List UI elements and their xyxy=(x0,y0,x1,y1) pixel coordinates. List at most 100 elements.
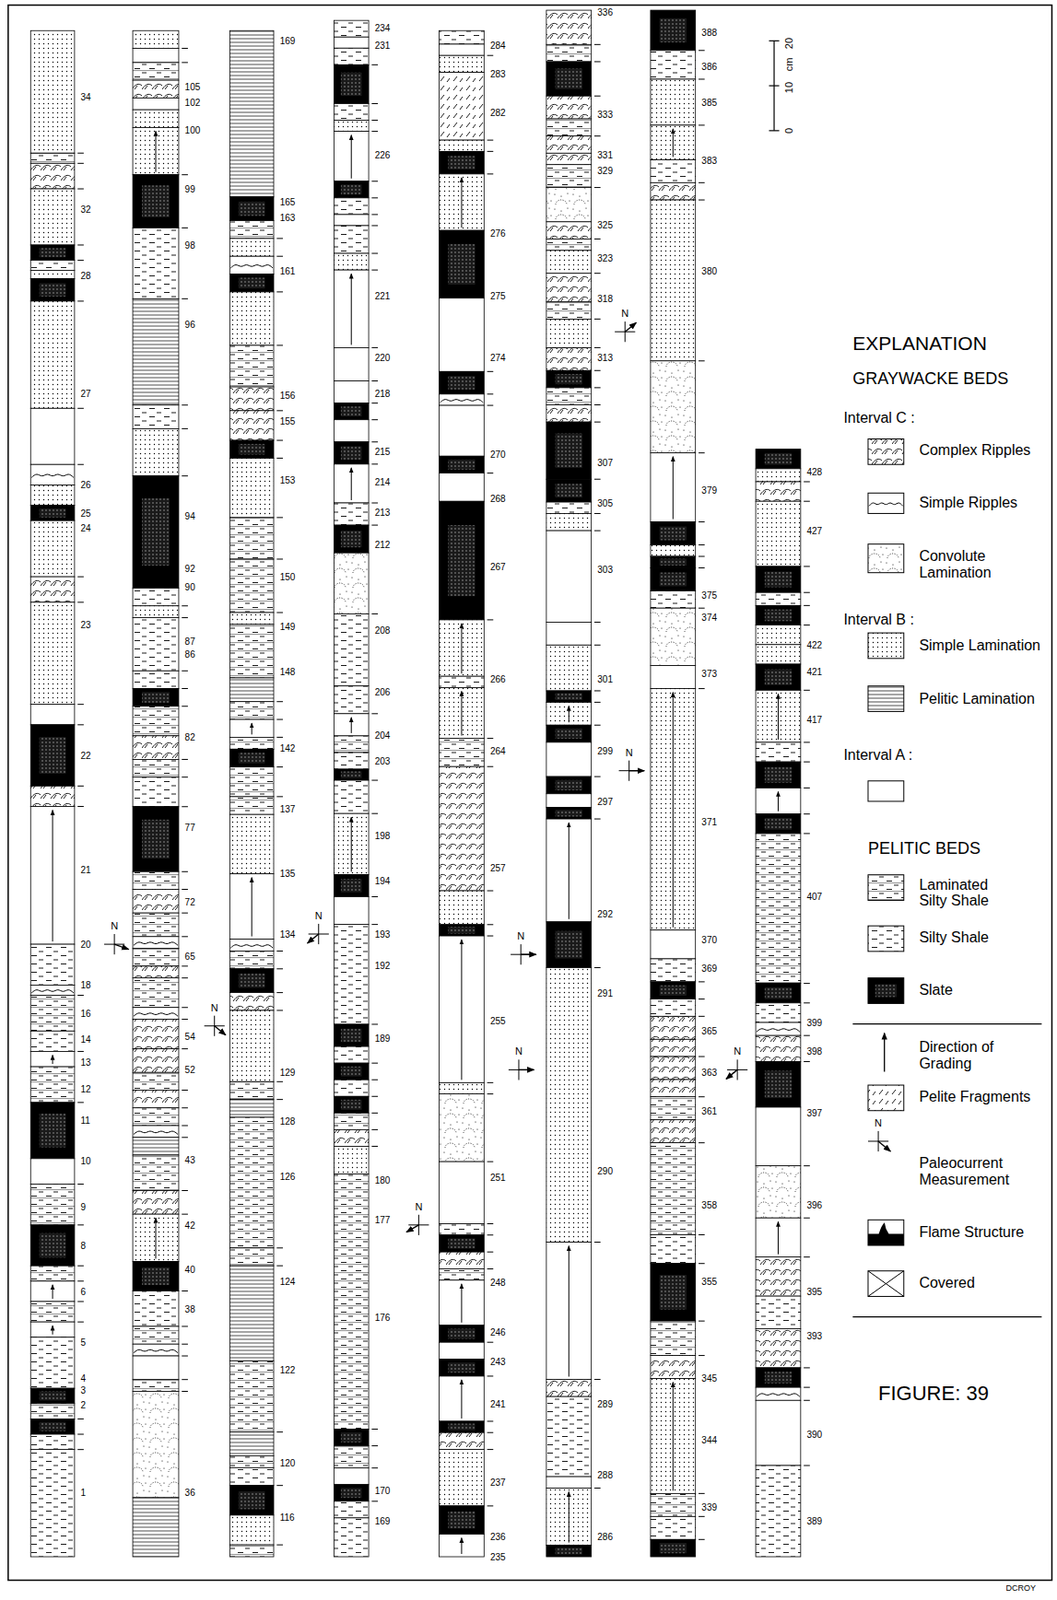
grading-arrow xyxy=(777,791,779,811)
bed-tick xyxy=(803,983,811,985)
north-label: N xyxy=(211,1002,219,1014)
slate-mottle xyxy=(659,572,687,587)
bed-number: 255 xyxy=(490,1016,506,1027)
bed xyxy=(439,1376,485,1422)
bed-number: 198 xyxy=(375,830,391,841)
bed xyxy=(30,985,75,996)
slate-mottle xyxy=(764,453,792,466)
legend-swatch xyxy=(868,1220,905,1246)
bed xyxy=(755,742,801,763)
bed xyxy=(546,302,592,320)
slate-mottle xyxy=(340,446,363,460)
bed xyxy=(132,1191,179,1216)
bed xyxy=(650,689,696,931)
bed-tick xyxy=(181,1379,188,1381)
bed-tick xyxy=(371,347,378,349)
bed xyxy=(650,1539,696,1558)
bed-number: 92 xyxy=(185,563,196,575)
bed-number: 18 xyxy=(81,980,92,991)
bed-number: 36 xyxy=(185,1488,196,1499)
grading-arrow xyxy=(52,810,54,942)
bed-number: 267 xyxy=(490,562,506,573)
bed xyxy=(229,749,274,767)
bed-number: 399 xyxy=(806,1018,823,1029)
bed-tick xyxy=(276,1099,283,1101)
bed xyxy=(333,181,369,199)
grading-arrow xyxy=(351,468,353,501)
bed-tick xyxy=(803,1367,811,1369)
slate-mottle xyxy=(39,1422,67,1433)
bed-tick xyxy=(371,64,378,66)
bed xyxy=(755,645,801,665)
slate-mottle xyxy=(447,525,475,597)
bed-tick xyxy=(371,463,378,465)
symbol-line xyxy=(726,1069,738,1080)
bed xyxy=(30,1051,75,1068)
bed-tick xyxy=(276,968,283,970)
bed xyxy=(30,1338,75,1389)
bed-tick xyxy=(803,1387,811,1389)
bed-number: 38 xyxy=(185,1303,196,1315)
figure-caption: FIGURE: 39 xyxy=(878,1383,989,1406)
bed xyxy=(755,1166,801,1220)
bed-number: 54 xyxy=(185,1031,196,1042)
bed xyxy=(30,806,75,945)
bed xyxy=(333,686,369,715)
bed-number: 421 xyxy=(806,667,823,678)
bed-number: 331 xyxy=(597,150,613,161)
bed-tick xyxy=(698,1096,705,1098)
bed xyxy=(650,982,696,1000)
bed-number: 5 xyxy=(81,1338,87,1349)
bed xyxy=(30,1404,75,1421)
bed xyxy=(229,737,274,750)
bed-number: 226 xyxy=(375,150,391,161)
bed-tick xyxy=(77,1224,84,1226)
bed-tick xyxy=(77,1419,84,1421)
bed-tick xyxy=(371,270,378,271)
bed-number: 14 xyxy=(81,1034,92,1046)
bed-tick xyxy=(594,60,601,62)
bed-number: 149 xyxy=(280,622,296,633)
slate-mottle xyxy=(447,1328,475,1339)
bed xyxy=(439,687,485,739)
legend-swatch xyxy=(868,544,905,574)
bed-number: 234 xyxy=(375,22,391,33)
bed xyxy=(333,214,369,226)
bed xyxy=(439,230,485,299)
bed-tick xyxy=(594,479,601,481)
slate-mottle xyxy=(764,572,792,588)
bed xyxy=(229,719,274,738)
bed-tick xyxy=(487,472,494,474)
bed-tick xyxy=(487,1449,494,1451)
bed xyxy=(755,787,801,814)
slate-mottle xyxy=(764,610,792,623)
bed xyxy=(546,118,592,137)
bed xyxy=(439,174,485,231)
bed-tick xyxy=(181,913,188,915)
bed-tick xyxy=(181,977,188,979)
slate-mottle xyxy=(555,374,583,385)
bed-number: 16 xyxy=(81,1009,92,1020)
bed-tick xyxy=(77,188,84,190)
bed xyxy=(333,503,369,526)
bed-number: 427 xyxy=(806,526,823,537)
bed-tick xyxy=(594,776,601,778)
slate-mottle xyxy=(340,771,363,778)
bed-number: 122 xyxy=(280,1365,296,1376)
bed-tick xyxy=(276,440,283,442)
bed-tick xyxy=(487,1093,494,1095)
bed-tick xyxy=(594,422,601,423)
slate-mottle xyxy=(238,974,266,988)
bed xyxy=(30,464,75,485)
bed-tick xyxy=(276,1545,283,1547)
bed-tick xyxy=(487,1162,494,1163)
bed xyxy=(333,420,369,443)
slate-mottle xyxy=(39,737,67,775)
bed xyxy=(30,279,75,302)
bed-tick xyxy=(77,806,84,808)
grading-arrow xyxy=(351,273,353,345)
bed xyxy=(333,714,369,737)
bed xyxy=(333,464,369,504)
bed xyxy=(755,469,801,482)
bed-tick xyxy=(803,592,811,594)
